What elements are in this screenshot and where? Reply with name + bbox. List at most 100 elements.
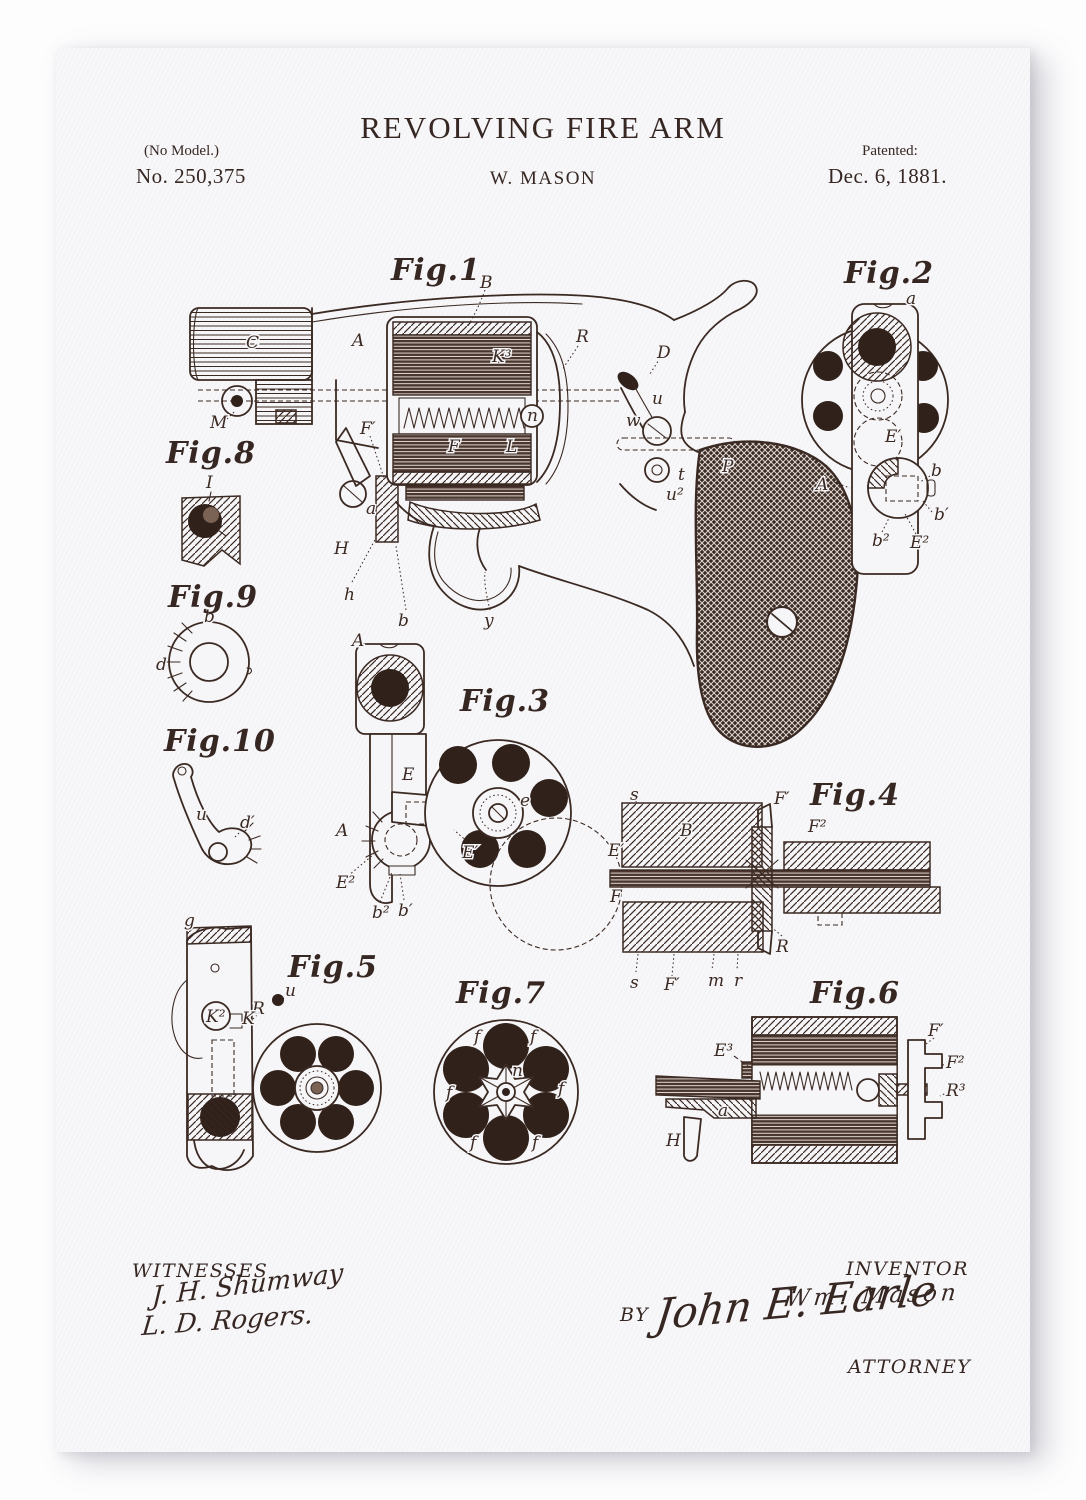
ejector-section: s B E′ F F′ F² R s F′ m r xyxy=(606,784,941,997)
part-label-m: m xyxy=(708,971,724,991)
part-label-Ep: E′ xyxy=(607,841,624,861)
part-label-Fp2: F′ xyxy=(663,975,680,995)
part-label-u: u xyxy=(196,805,207,825)
part-label-y: y xyxy=(483,611,494,631)
part-label-E: E xyxy=(401,765,415,785)
fig7-caption: Fig.7 xyxy=(456,976,546,1011)
attorney-signature: John E. Earle xyxy=(652,1265,939,1340)
frame-front xyxy=(221,379,399,543)
front-view: a A E′ b b′ b² E² xyxy=(801,288,950,575)
part-label-E3: E³ xyxy=(713,1041,733,1061)
hammer xyxy=(617,279,758,431)
part-label-dp: d′ xyxy=(240,813,255,833)
recoil-shield xyxy=(536,331,569,485)
part-label-R: R xyxy=(775,937,789,957)
lever-detail: u d′ xyxy=(172,763,262,865)
part-label-P: P xyxy=(721,457,734,477)
attorney-label: ATTORNEY xyxy=(848,1356,972,1378)
part-label-Fp: F′ xyxy=(359,419,376,439)
part-label-Ep: E′ xyxy=(461,843,478,863)
witnesses-label: WITNESSES xyxy=(132,1260,269,1282)
pawl-detail: I xyxy=(181,472,241,567)
part-label-s2: s xyxy=(630,973,639,993)
spring-section: E³ F′ F² R³ a H xyxy=(655,1016,967,1164)
part-label-R: R xyxy=(251,999,265,1019)
ratchet-ring: b d xyxy=(155,606,253,703)
fig4-caption: Fig.4 xyxy=(810,778,900,813)
fig7-drawing: f f f f f f n xyxy=(433,1019,579,1165)
part-label-F: F xyxy=(609,887,623,907)
fig3-caption: Fig.3 xyxy=(460,684,550,719)
part-label-Ep: E′ xyxy=(884,427,901,447)
part-label-d: d xyxy=(156,655,167,675)
part-label-C: C xyxy=(246,333,259,353)
cylinder-ratchet-view: f f f f f f n xyxy=(433,1019,579,1165)
cylinder xyxy=(386,316,544,530)
part-label-M: M xyxy=(209,413,228,433)
part-label-u2: u² xyxy=(666,485,684,505)
part-label-b2: b² xyxy=(872,531,890,551)
fig9-caption: Fig.9 xyxy=(168,580,258,615)
frame-plate-cylinder: g u R K² K xyxy=(171,910,382,1171)
part-label-R3: R³ xyxy=(945,1081,966,1101)
part-label-E2: E² xyxy=(909,533,929,553)
grip xyxy=(680,411,859,748)
part-label-s1: s xyxy=(630,785,639,805)
part-label-e: e xyxy=(520,791,530,811)
part-label-R: R xyxy=(575,327,589,347)
revolver-side-view: B C A K³ R D M n a H F′ F L w u t u² P y… xyxy=(189,272,859,748)
part-label-b: b xyxy=(931,461,942,481)
fig2-caption: Fig.2 xyxy=(844,256,934,291)
part-label-n: n xyxy=(527,406,538,426)
fig2-drawing: a A E′ b b′ b² E² xyxy=(801,288,950,575)
part-label-Fp1: F′ xyxy=(773,789,790,809)
part-label-A1: A xyxy=(350,631,364,651)
part-label-K2: K² xyxy=(205,1007,226,1027)
fig3-drawing: A A E E′ e E² b² b′ xyxy=(333,630,623,951)
part-label-a: a xyxy=(906,289,916,309)
fig5-drawing: g u R K² K xyxy=(171,910,382,1171)
part-label-A2: A xyxy=(334,821,348,841)
part-label-B: B xyxy=(679,821,693,841)
part-label-r: r xyxy=(734,971,743,991)
part-label-A: A xyxy=(814,475,828,495)
part-label-F: F xyxy=(447,437,461,457)
part-label-K3: K³ xyxy=(491,347,512,367)
part-label-bp: b′ xyxy=(398,901,413,921)
by-label: BY xyxy=(620,1304,650,1326)
fig1-caption: Fig.1 xyxy=(391,253,481,288)
fig5-caption: Fig.5 xyxy=(288,950,378,985)
fig8-caption: Fig.8 xyxy=(166,436,256,471)
fig6-drawing: E³ F′ F² R³ a H xyxy=(655,1016,967,1164)
fig8-drawing: I xyxy=(181,472,241,567)
cylinder-crane-view: A A E E′ e E² b² b′ xyxy=(333,630,623,951)
part-label-n: n xyxy=(512,1061,523,1081)
fig6-caption: Fig.6 xyxy=(810,976,900,1011)
fig4-drawing: s B E′ F F′ F² R s F′ m r xyxy=(606,784,941,997)
part-label-h: h xyxy=(344,585,355,605)
patent-number: No. 250,375 xyxy=(136,164,246,188)
part-label-Fp: F′ xyxy=(927,1021,944,1041)
fig10-caption: Fig.10 xyxy=(164,724,276,759)
inventor-label: INVENTOR xyxy=(846,1258,969,1280)
part-label-H: H xyxy=(333,539,350,559)
trigger-guard xyxy=(395,501,695,667)
inventor-name: W. MASON xyxy=(489,168,597,189)
part-label-t: t xyxy=(678,465,685,485)
part-label-bp: b′ xyxy=(934,505,949,525)
part-label-a: a xyxy=(366,499,376,519)
part-label-L: L xyxy=(505,437,517,457)
part-label-F2: F² xyxy=(945,1053,965,1073)
patented-label: Patented: xyxy=(862,143,918,159)
part-label-b2: b² xyxy=(372,903,390,923)
part-label-u: u xyxy=(652,389,663,409)
part-label-I: I xyxy=(205,473,213,493)
part-label-A: A xyxy=(350,331,364,351)
part-label-g: g xyxy=(184,911,195,931)
no-model-note: (No Model.) xyxy=(144,143,219,159)
patent-title: REVOLVING FIRE ARM xyxy=(360,110,726,145)
part-label-b: b xyxy=(398,611,409,631)
part-label-K: K xyxy=(241,1009,256,1029)
part-label-H: H xyxy=(665,1131,682,1151)
part-label-u: u xyxy=(285,981,296,1001)
